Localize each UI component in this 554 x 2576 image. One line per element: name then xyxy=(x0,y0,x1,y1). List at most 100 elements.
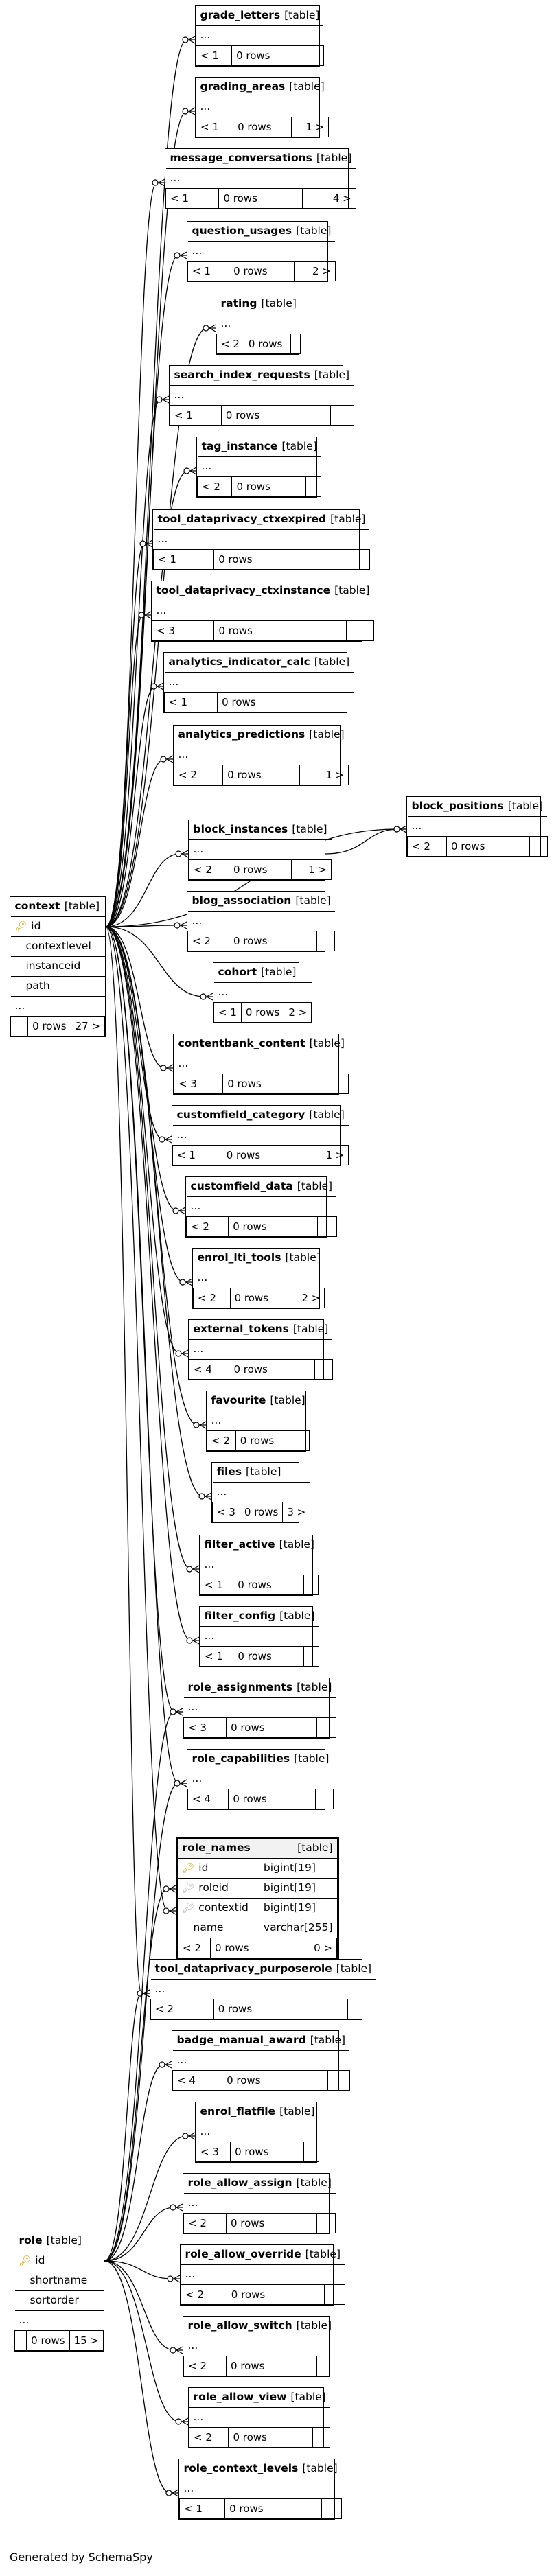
table-type: [table] xyxy=(316,152,352,165)
table-name: filter_active xyxy=(204,1538,275,1551)
tool-dataprivacy-ctxinstance-table[interactable]: tool_dataprivacy_ctxinstance[table]...< … xyxy=(151,581,374,642)
column-name: id xyxy=(31,920,41,933)
children-count[interactable] xyxy=(290,334,301,354)
more-columns: ... xyxy=(174,1054,349,1074)
children-count[interactable]: 4 > xyxy=(302,188,356,209)
children-count[interactable]: 15 > xyxy=(69,2330,104,2351)
children-count[interactable] xyxy=(314,1359,333,1380)
children-count[interactable] xyxy=(345,620,374,641)
children-count[interactable] xyxy=(323,2284,345,2305)
table-type: [table] xyxy=(296,224,332,237)
children-count[interactable]: 2 > xyxy=(293,261,336,281)
context-table[interactable]: context[table] 🔑︎id contextlevel instanc… xyxy=(10,896,106,1037)
children-count[interactable] xyxy=(330,405,354,426)
children-count[interactable] xyxy=(326,1074,349,1094)
children-count[interactable]: 1 > xyxy=(299,765,349,785)
crows-foot-marker xyxy=(146,539,153,548)
children-count[interactable] xyxy=(303,1575,319,1595)
children-count[interactable] xyxy=(327,2070,350,2091)
optional-end-marker xyxy=(203,325,209,332)
crows-foot-marker xyxy=(181,1349,189,1358)
children-count[interactable] xyxy=(303,1646,319,1667)
children-count[interactable]: 2 > xyxy=(287,1288,325,1308)
role-edge xyxy=(104,1711,183,2262)
tool-dataprivacy-purposerole-table[interactable]: tool_dataprivacy_purposerole[table]...< … xyxy=(150,1959,376,2020)
context-edge xyxy=(105,182,165,927)
children-count[interactable]: 27 > xyxy=(70,1016,106,1036)
children-count[interactable] xyxy=(303,2142,319,2162)
children-count[interactable] xyxy=(342,549,370,570)
children-count[interactable]: 1 > xyxy=(290,859,332,880)
crows-foot-marker xyxy=(400,825,407,833)
table-type: [table] xyxy=(46,2234,82,2247)
context-edge xyxy=(105,926,211,1497)
table-type: [table] xyxy=(296,2177,332,2190)
parents-count: < 2 xyxy=(173,765,224,785)
row-count: 0 rows xyxy=(222,2070,328,2091)
children-count[interactable] xyxy=(330,692,354,712)
more-columns: ... xyxy=(183,2193,336,2214)
children-count[interactable]: 1 > xyxy=(299,1145,349,1165)
children-count[interactable] xyxy=(316,2213,336,2233)
column-type: varchar[255] xyxy=(259,1918,337,1938)
role-table[interactable]: role[table] 🔑︎id shortname sortorder ...… xyxy=(14,2231,104,2352)
tool-dataprivacy-ctxexpired-table[interactable]: tool_dataprivacy_ctxexpired[table]...< 1… xyxy=(152,509,370,570)
more-columns: ... xyxy=(165,168,356,189)
children-count[interactable]: 0 > xyxy=(259,1938,337,1958)
children-count[interactable] xyxy=(347,1999,376,2019)
children-count[interactable] xyxy=(307,45,324,66)
row-count: 0 rows xyxy=(228,859,292,880)
children-count[interactable] xyxy=(317,1216,337,1237)
children-count[interactable] xyxy=(312,2427,331,2448)
children-count[interactable] xyxy=(316,1717,336,1738)
children-count[interactable]: 2 > xyxy=(284,1002,312,1023)
children-count[interactable] xyxy=(305,476,322,497)
foreign-key-icon: 🔑︎ xyxy=(182,1883,195,1894)
children-count[interactable] xyxy=(316,931,336,951)
children-count[interactable] xyxy=(321,2498,343,2519)
children-count[interactable] xyxy=(296,1430,310,1451)
children-count[interactable] xyxy=(529,836,548,857)
children-count[interactable] xyxy=(316,2356,336,2376)
table-name: cohort xyxy=(218,966,257,979)
table-type: [table] xyxy=(279,1538,314,1551)
children-count[interactable] xyxy=(314,1789,334,1809)
crows-foot-marker xyxy=(181,850,189,858)
role-edge xyxy=(104,2207,183,2262)
children-count[interactable]: 1 > xyxy=(290,117,330,137)
children-count[interactable]: 3 > xyxy=(282,1502,311,1522)
table-type: [table] xyxy=(261,966,297,979)
